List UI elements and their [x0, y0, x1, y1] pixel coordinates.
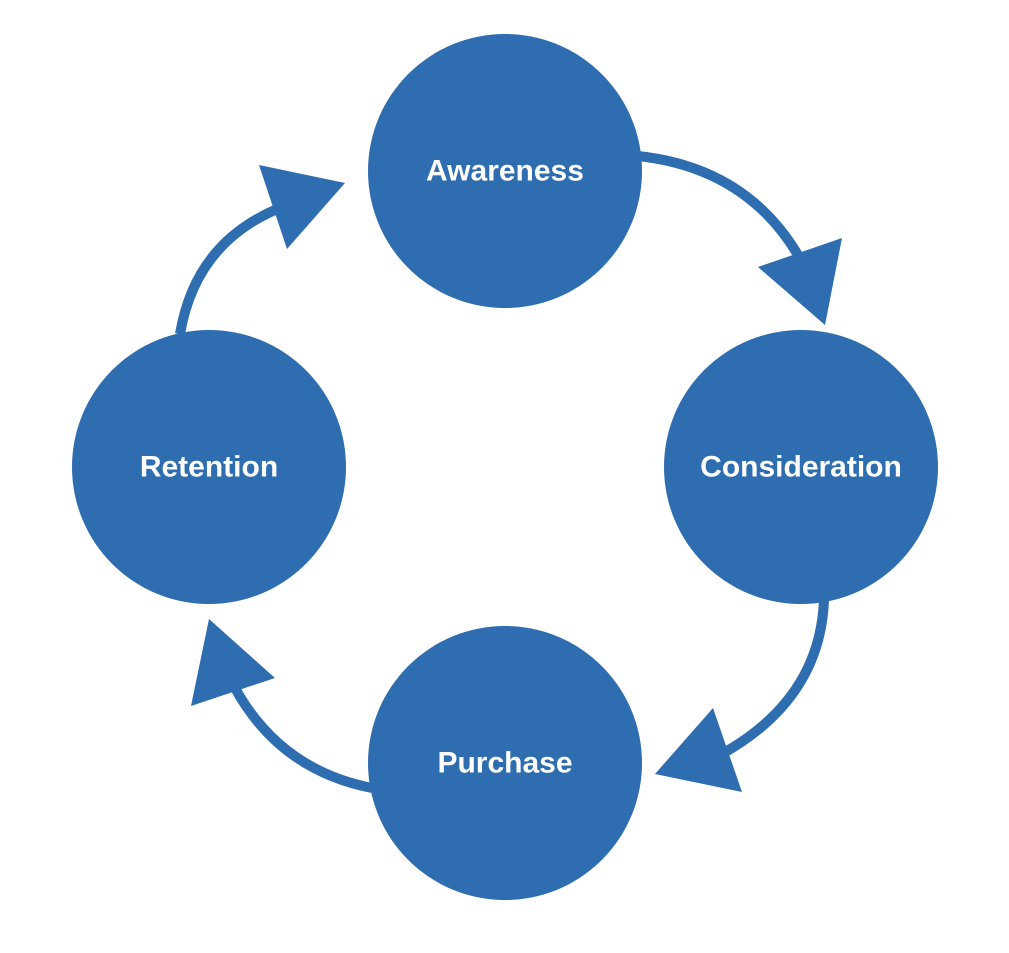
node-purchase: Purchase: [368, 626, 642, 900]
arrow-shaft: [230, 685, 373, 793]
arrow-consideration-to-purchase: [655, 599, 829, 792]
node-label-retention: Retention: [140, 451, 278, 484]
node-awareness: Awareness: [368, 34, 642, 308]
arrow-shaft: [175, 205, 278, 335]
node-circle: [368, 34, 642, 308]
arrowhead-icon: [259, 165, 345, 249]
node-label-awareness: Awareness: [426, 155, 584, 188]
node-circle: [664, 330, 938, 604]
node-retention: Retention: [72, 330, 346, 604]
arrowhead-icon: [758, 238, 842, 325]
node-circle: [368, 626, 642, 900]
arrow-shaft: [637, 151, 807, 265]
arrowhead-icon: [655, 708, 742, 792]
arrow-awareness-to-consideration: [637, 151, 842, 325]
arrow-retention-to-awareness: [175, 165, 345, 335]
node-label-consideration: Consideration: [700, 451, 902, 484]
node-label-purchase: Purchase: [437, 747, 572, 780]
node-circle: [72, 330, 346, 604]
arrow-shaft: [717, 599, 829, 760]
arrowhead-icon: [191, 619, 275, 706]
arrow-purchase-to-retention: [191, 619, 373, 793]
node-consideration: Consideration: [664, 330, 938, 604]
